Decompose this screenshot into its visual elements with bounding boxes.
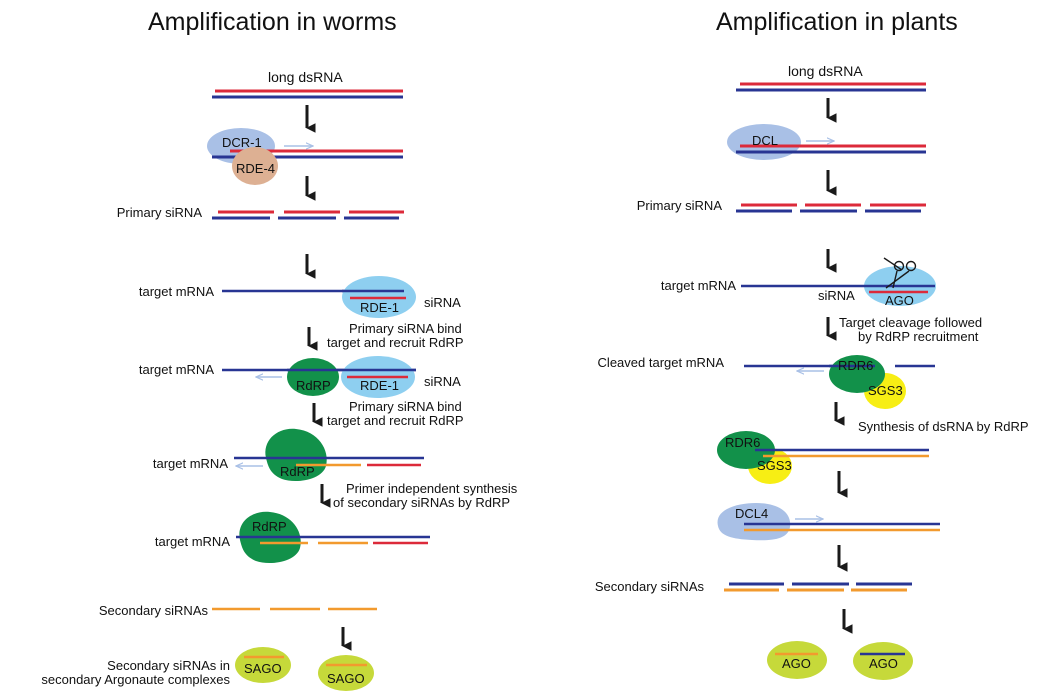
sgs3-label: SGS3 bbox=[868, 383, 903, 398]
plant-long-dsrna-duplex bbox=[736, 82, 926, 92]
long-dsrna-label: long dsRNA bbox=[268, 69, 343, 85]
plant-dicing-step bbox=[727, 124, 926, 160]
plant-cleaved-target bbox=[744, 355, 935, 409]
primary-sirna-label: Primary siRNA bbox=[116, 205, 202, 220]
worm-rdrp-secondary bbox=[236, 511, 430, 564]
sirna-label: siRNA bbox=[424, 374, 461, 389]
plant-dcl4-step bbox=[717, 503, 940, 541]
sirna-label: siRNA bbox=[818, 288, 855, 303]
rde4-label: RDE-4 bbox=[236, 161, 276, 176]
dcl4-label: DCL4 bbox=[735, 506, 769, 521]
sago-label: SAGO bbox=[327, 671, 365, 686]
target-mrna-label: target mRNA bbox=[152, 456, 228, 471]
worm-long-dsrna-duplex bbox=[212, 89, 403, 99]
plant-dsrna-synthesis bbox=[717, 431, 929, 484]
ago-protein bbox=[853, 642, 913, 680]
complexes-label: Secondary siRNAs in bbox=[107, 658, 230, 673]
ago-protein bbox=[767, 641, 827, 679]
sgs3-label: SGS3 bbox=[757, 458, 792, 473]
rdrp-protein bbox=[287, 358, 339, 396]
rdr6-protein bbox=[717, 431, 775, 469]
rdr6-label: RDR6 bbox=[838, 358, 874, 373]
dcl-label: DCL bbox=[752, 133, 779, 148]
worm-target-rde1 bbox=[222, 276, 416, 318]
plant-primary-sirnas bbox=[736, 203, 926, 213]
ago-label: AGO bbox=[869, 656, 898, 671]
long-dsrna-label: long dsRNA bbox=[788, 63, 863, 79]
rdrp-label: RdRP bbox=[296, 378, 331, 393]
worm-target-rdrp-rde1 bbox=[222, 356, 416, 398]
plant-secondary-sirnas bbox=[724, 582, 912, 592]
ago-label: AGO bbox=[782, 656, 811, 671]
secondary-sirnas-label: Secondary siRNAs bbox=[594, 579, 704, 594]
worm-sago-complexes bbox=[235, 647, 374, 691]
step-note: target and recruit RdRP bbox=[327, 335, 464, 350]
plants-title: Amplification in plants bbox=[716, 8, 958, 36]
rdr6-protein bbox=[829, 355, 885, 393]
rdrp-protein bbox=[265, 428, 327, 482]
worms-title: Amplification in worms bbox=[148, 8, 397, 36]
step-note: Target cleavage followed bbox=[839, 315, 983, 330]
plant-ago-complexes bbox=[767, 641, 913, 680]
target-mrna-label: target mRNA bbox=[138, 362, 214, 377]
step-note: of secondary siRNAs by RdRP bbox=[333, 495, 511, 510]
rdr6-label: RDR6 bbox=[725, 435, 761, 450]
target-mrna-label: target mRNA bbox=[138, 284, 214, 299]
step-note: Synthesis of dsRNA by RdRP bbox=[858, 419, 1029, 434]
rde1-label: RDE-1 bbox=[360, 378, 400, 393]
sirna-label: siRNA bbox=[424, 295, 461, 310]
worm-rdrp-synthesis bbox=[234, 428, 424, 482]
cleaved-target-label: Cleaved target mRNA bbox=[597, 355, 724, 370]
target-mrna-label: target mRNA bbox=[154, 534, 230, 549]
worm-dicing-step bbox=[207, 128, 403, 185]
scissors-icon bbox=[883, 257, 917, 289]
sago-label: SAGO bbox=[244, 661, 282, 676]
target-mrna-label: target mRNA bbox=[660, 278, 736, 293]
step-note: target and recruit RdRP bbox=[327, 413, 464, 428]
rdrp-label: RdRP bbox=[252, 519, 287, 534]
secondary-sirnas-label: Secondary siRNAs bbox=[98, 603, 208, 618]
plant-target-ago bbox=[741, 257, 936, 306]
complexes-label: secondary Argonaute complexes bbox=[41, 672, 230, 687]
worm-primary-sirnas bbox=[212, 210, 404, 220]
primary-sirna-label: Primary siRNA bbox=[636, 198, 722, 213]
rde1-label: RDE-1 bbox=[360, 300, 400, 315]
step-note: by RdRP recruitment bbox=[858, 329, 979, 344]
step-note: Primary siRNA bind bbox=[349, 321, 462, 336]
step-note: Primary siRNA bind bbox=[349, 399, 462, 414]
step-note: Primer independent synthesis bbox=[346, 481, 518, 496]
ago-label: AGO bbox=[885, 293, 914, 308]
rdrp-label: RdRP bbox=[280, 464, 315, 479]
dcr1-label: DCR-1 bbox=[222, 135, 262, 150]
rde4-protein bbox=[232, 147, 278, 185]
